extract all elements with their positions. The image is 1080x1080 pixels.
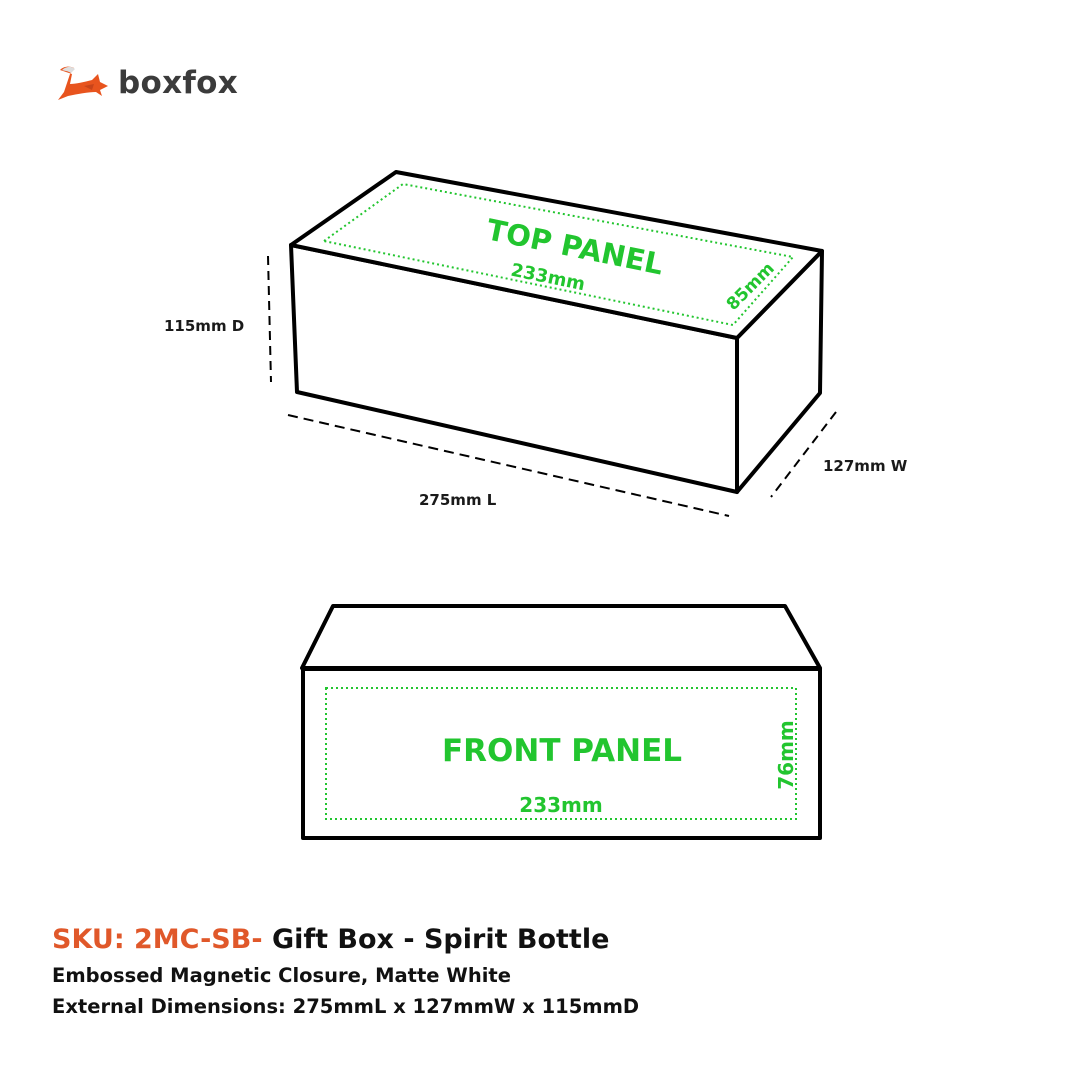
sku-code: SKU: 2MC-SB- bbox=[52, 924, 263, 955]
length-label: 275mm L bbox=[419, 491, 497, 509]
product-info: SKU: 2MC-SB- Gift Box - Spirit Bottle Em… bbox=[52, 920, 639, 1022]
width-label: 127mm W bbox=[823, 457, 908, 475]
front-panel-guide bbox=[325, 687, 797, 820]
product-name: Gift Box - Spirit Bottle bbox=[271, 924, 610, 955]
box-3d-top-face bbox=[289, 170, 824, 340]
depth-dimension-line bbox=[267, 255, 272, 383]
box-diagram: TOP PANEL 233mm 85mm FRONT PANEL 233mm 7… bbox=[267, 170, 837, 840]
box-front-top-face bbox=[300, 604, 822, 670]
box-front-view bbox=[300, 604, 822, 840]
fox-icon bbox=[58, 66, 108, 100]
brand-logo: boxfox bbox=[54, 62, 238, 104]
length-dimension-line bbox=[287, 414, 730, 517]
product-description: Embossed Magnetic Closure, Matte White bbox=[52, 964, 511, 987]
product-title: SKU: 2MC-SB- Gift Box - Spirit Bottle bbox=[52, 920, 639, 960]
depth-label: 115mm D bbox=[164, 317, 245, 335]
front-panel-height: 76mm bbox=[774, 720, 798, 790]
box-3d bbox=[289, 170, 824, 494]
front-panel-label: FRONT PANEL bbox=[442, 733, 682, 769]
front-panel-length: 233mm bbox=[519, 793, 602, 817]
box-front-face bbox=[301, 667, 822, 840]
width-dimension-line bbox=[770, 411, 837, 498]
product-dimensions: External Dimensions: 275mmL x 127mmW x 1… bbox=[52, 995, 640, 1018]
brand-name: boxfox bbox=[118, 65, 239, 101]
